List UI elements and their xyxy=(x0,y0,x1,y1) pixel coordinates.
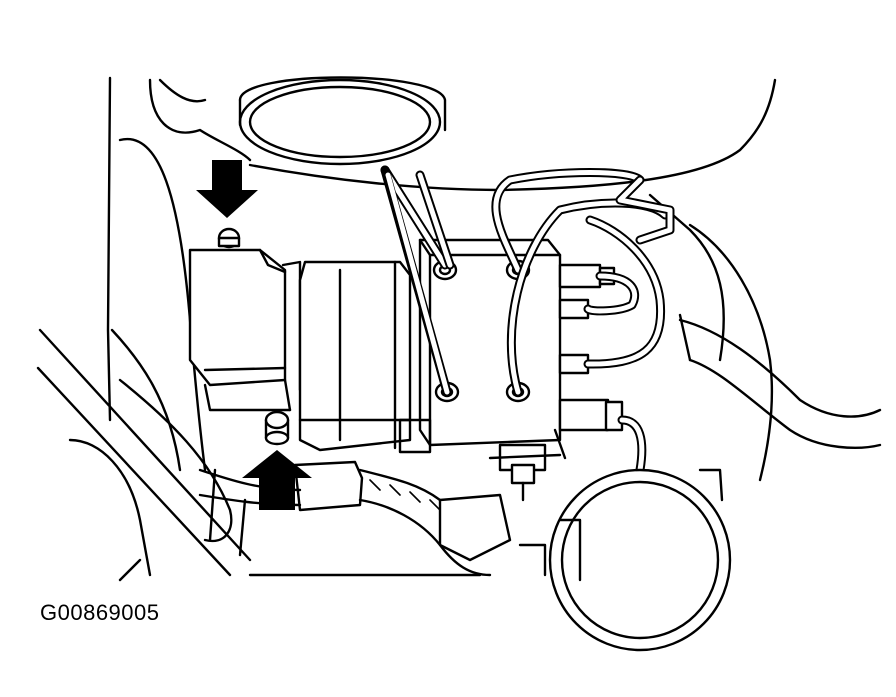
figure-id-label: G00869005 xyxy=(40,600,160,625)
arrow-down-indicator xyxy=(196,160,258,218)
side-port-fittings xyxy=(558,263,624,432)
brake-lines xyxy=(380,165,675,505)
coolant-hose xyxy=(678,313,882,449)
mounting-bracket xyxy=(488,443,562,502)
frame-rail xyxy=(36,328,252,577)
wiring-harness xyxy=(198,460,512,577)
hydraulic-control-unit xyxy=(398,238,567,460)
abs-pump-motor xyxy=(298,260,412,452)
upper-mounting-bolt xyxy=(217,227,241,249)
round-component xyxy=(518,468,732,652)
reservoir-cap xyxy=(238,76,447,166)
abs-control-module xyxy=(188,248,302,412)
arrow-up-indicator xyxy=(242,450,312,510)
lower-mounting-bolt xyxy=(264,410,290,446)
